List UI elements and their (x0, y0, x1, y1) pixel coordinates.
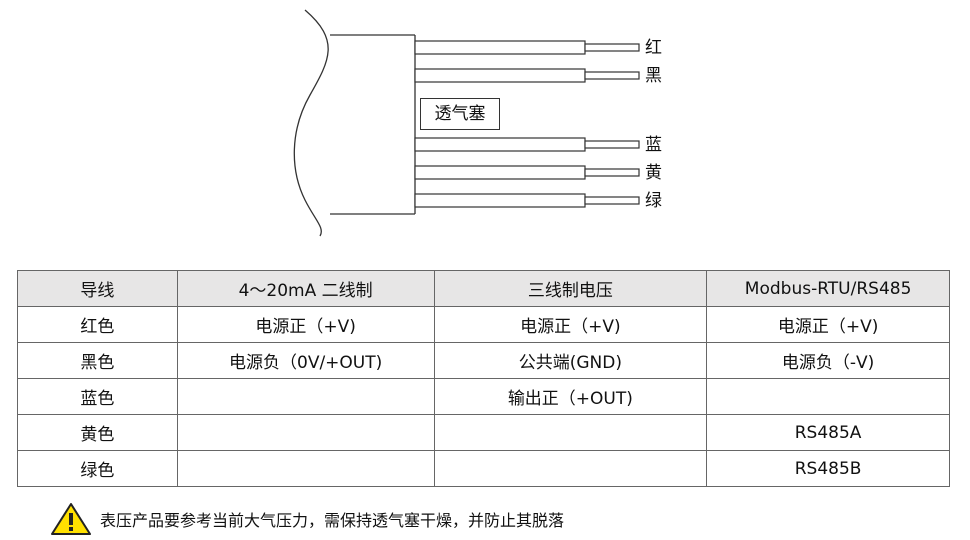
header-three-wire-voltage: 三线制电压 (433, 270, 708, 307)
table-cell: 电源负（-V) (706, 342, 950, 379)
table-cell (706, 378, 950, 415)
warning-text: 表压产品要参考当前大气压力，需保持透气塞干燥，并防止其脱落 (100, 511, 565, 530)
warning-icon (51, 503, 91, 535)
header-wire: 导线 (17, 270, 178, 307)
warning-note: 表压产品要参考当前大气压力，需保持透气塞干燥，并防止其脱落 (50, 502, 564, 536)
wire-red (414, 40, 640, 55)
table-cell (176, 450, 435, 487)
table-row: 黑色 电源负（0V/+OUT) 公共端(GND) 电源负（-V) (17, 342, 950, 379)
header-4-20ma: 4～20mA 二线制 (176, 270, 435, 307)
wiring-diagram: 透气塞 红 黑 蓝 黄 绿 (0, 0, 970, 250)
wire-label-red: 红 (645, 38, 662, 58)
table-cell: 黄色 (17, 414, 178, 451)
table-row: 黄色 RS485A (17, 414, 950, 451)
table-row: 绿色 RS485B (17, 450, 950, 487)
header-modbus: Modbus-RTU/RS485 (706, 270, 950, 307)
table-cell: 黑色 (17, 342, 178, 379)
table-cell: RS485A (706, 414, 950, 451)
table-cell: 电源正（+V) (176, 306, 435, 343)
table-cell: 电源正（+V) (706, 306, 950, 343)
wire-yellow (414, 165, 640, 180)
table-row: 红色 电源正（+V) 电源正（+V) 电源正（+V) (17, 306, 950, 343)
wire-label-yellow: 黄 (645, 163, 662, 183)
vent-plug-label: 透气塞 (420, 98, 500, 130)
table-cell: 电源正（+V) (433, 306, 708, 343)
table-cell: 蓝色 (17, 378, 178, 415)
cable-wavy-edge (293, 9, 329, 237)
wire-label-green: 绿 (645, 191, 662, 211)
wire-label-black: 黑 (645, 66, 662, 86)
table-cell (433, 414, 708, 451)
cable-body (305, 10, 415, 235)
wiring-table: 导线 4～20mA 二线制 三线制电压 Modbus-RTU/RS485 红色 … (17, 270, 950, 487)
table-cell: 电源负（0V/+OUT) (176, 342, 435, 379)
table-cell: 红色 (17, 306, 178, 343)
wire-green (414, 193, 640, 208)
table-cell: RS485B (706, 450, 950, 487)
wire-label-blue: 蓝 (645, 135, 662, 155)
wire-black (414, 68, 640, 83)
table-row: 蓝色 输出正（+OUT) (17, 378, 950, 415)
table-header-row: 导线 4～20mA 二线制 三线制电压 Modbus-RTU/RS485 (17, 270, 950, 307)
wire-blue (414, 137, 640, 152)
table-cell: 输出正（+OUT) (433, 378, 708, 415)
table-cell: 绿色 (17, 450, 178, 487)
sensor-body-drawing (293, 9, 640, 237)
table-cell (176, 378, 435, 415)
table-cell (433, 450, 708, 487)
table-cell: 公共端(GND) (433, 342, 708, 379)
table-cell (176, 414, 435, 451)
